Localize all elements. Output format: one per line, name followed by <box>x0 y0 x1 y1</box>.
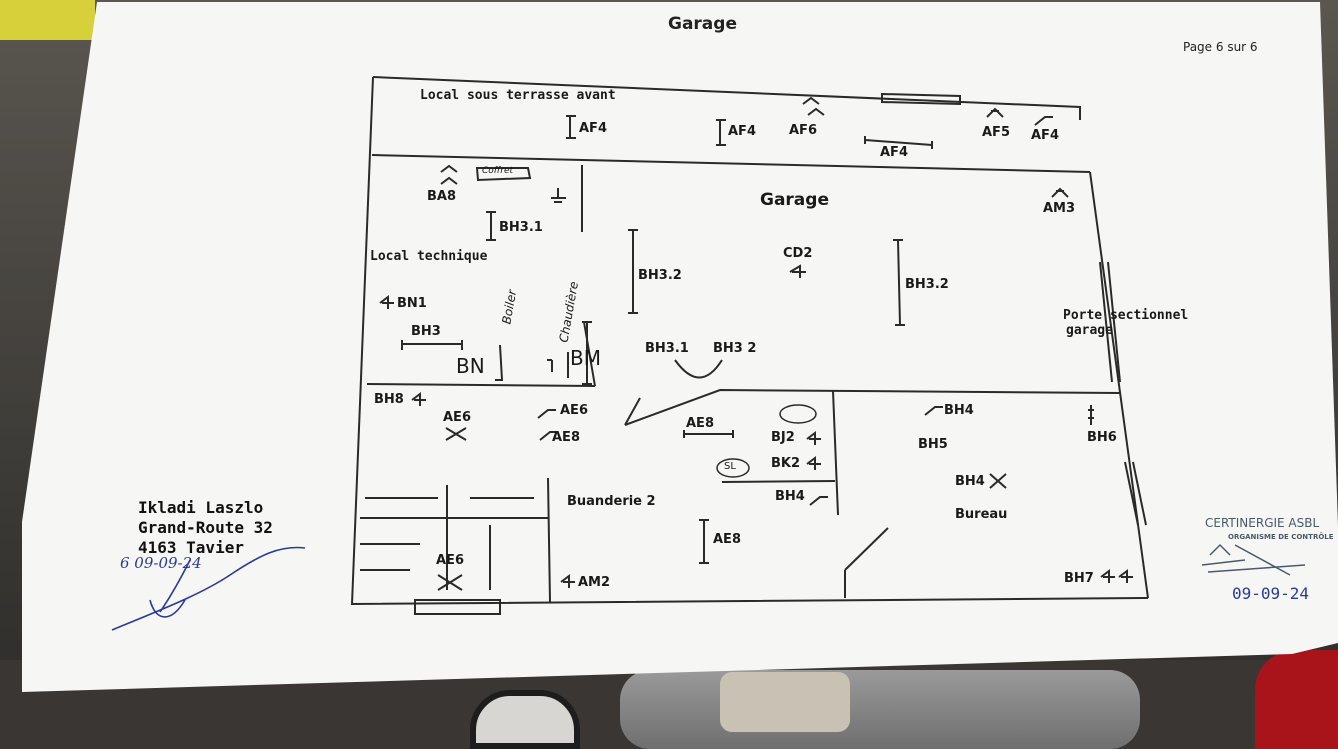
label-ae6: AE6 <box>560 403 588 418</box>
grey-pipe <box>620 670 1140 749</box>
door-swing <box>844 527 889 598</box>
label-bh32: BH3.2 <box>905 277 949 292</box>
label-bh32: BH3.2 <box>638 268 682 283</box>
room-buanderie: Buanderie 2 <box>567 494 656 509</box>
address-city: 4163 Tavier <box>138 538 244 557</box>
label-bh31: BH3.1 <box>645 341 689 356</box>
handwritten-bn: BN <box>456 354 485 378</box>
signature-stroke <box>111 546 306 631</box>
handwritten-bm: BM <box>570 346 601 370</box>
label-bh8: BH8 <box>374 392 404 407</box>
wall-bk <box>721 480 836 483</box>
label-bh6: BH6 <box>1087 430 1117 445</box>
label-am2: AM2 <box>578 575 611 590</box>
wall-middle-left <box>366 383 596 387</box>
stamp-date: 09-09-24 <box>1232 584 1310 603</box>
label-af4: AF4 <box>880 145 908 160</box>
label-ae8: AE8 <box>552 430 580 445</box>
label-ba8: BA8 <box>427 189 457 204</box>
room-local-terrasse: Local sous terrasse avant <box>420 88 616 103</box>
switch-symbol <box>537 409 556 419</box>
stamp-graphic <box>1201 543 1306 576</box>
room-bureau: Bureau <box>955 507 1008 522</box>
label-bn1: BN1 <box>397 296 427 311</box>
light-cross-ae6 <box>445 427 467 441</box>
label-am3: AM3 <box>1043 201 1076 216</box>
address-name: Ikladi Laszlo <box>138 498 264 517</box>
porte-label-1: Porte sectionnel <box>1063 308 1189 323</box>
yellow-object <box>0 0 95 40</box>
label-ae8: AE8 <box>713 532 741 547</box>
label-bh31: BH3.1 <box>499 220 543 235</box>
handwritten-coffret: Coffret <box>482 166 514 176</box>
stamp-company: CERTINERGIE ASBL <box>1205 516 1320 530</box>
address-street: Grand-Route 32 <box>138 518 273 537</box>
label-bh32: BH3 2 <box>713 341 757 356</box>
stamp-subtitle: ORGANISME DE CONTRÔLE <box>1228 533 1334 541</box>
window-top <box>881 92 961 106</box>
wall-middle-right <box>624 388 1121 426</box>
outlet-symbol <box>802 96 825 116</box>
light-bar-af4 <box>566 115 576 139</box>
signature-date: 6 09-09-24 <box>120 554 202 572</box>
room-garage: Garage <box>760 190 829 210</box>
label-af4: AF4 <box>1031 128 1059 143</box>
porte-label-2: garage <box>1066 323 1113 338</box>
light-bar-bh32 <box>628 229 638 314</box>
address-block: Ikladi Laszlo Grand-Route 32 4163 Tavier <box>138 498 273 558</box>
page-title: Garage <box>668 14 737 34</box>
label-af5: AF5 <box>982 125 1010 140</box>
label-bh3: BH3 <box>411 324 441 339</box>
label-af4: AF4 <box>579 121 607 136</box>
label-bh4: BH4 <box>775 489 805 504</box>
room-local-technique: Local technique <box>370 249 488 264</box>
wall-bureau <box>832 390 839 516</box>
red-object <box>1255 650 1338 749</box>
window-bottom <box>414 599 501 615</box>
shoe <box>470 690 580 749</box>
pipe-label <box>720 672 850 732</box>
label-ae8: AE8 <box>686 416 714 431</box>
label-bh7: BH7 <box>1064 571 1094 586</box>
page-number: Page 6 sur 6 <box>1183 40 1258 54</box>
wall-right <box>1089 171 1149 599</box>
wall-terrasse <box>371 154 1091 173</box>
handwritten-sl: SL <box>724 461 736 472</box>
paper-sheet <box>22 2 1338 692</box>
label-bh5: BH5 <box>918 437 948 452</box>
label-bk2: BK2 <box>771 456 801 471</box>
wall-buanderie <box>547 477 551 603</box>
label-bh4: BH4 <box>944 403 974 418</box>
label-cd2: CD2 <box>783 246 813 261</box>
label-bj2: BJ2 <box>771 430 795 445</box>
label-af6: AF6 <box>789 123 817 138</box>
label-ae6: AE6 <box>436 553 464 568</box>
wall-local-tech-2 <box>583 321 596 387</box>
label-bh4: BH4 <box>955 474 985 489</box>
label-af4: AF4 <box>728 124 756 139</box>
outer-wall <box>372 76 1081 120</box>
outer-wall-left <box>350 76 1149 606</box>
garage-door <box>1099 261 1121 383</box>
label-ae6: AE6 <box>443 410 471 425</box>
